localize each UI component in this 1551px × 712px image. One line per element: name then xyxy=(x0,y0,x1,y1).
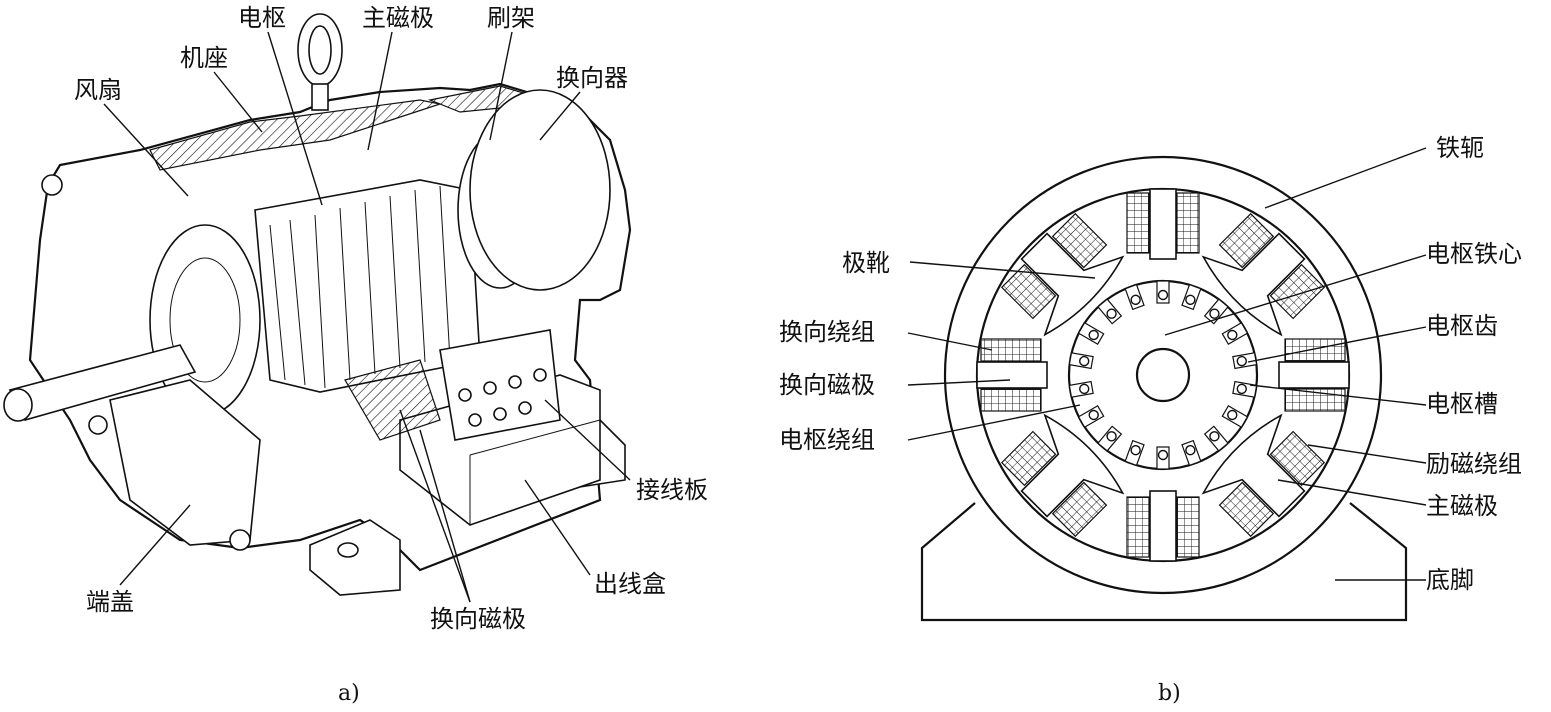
armature-slot xyxy=(1077,404,1105,429)
figure-b-leader-lines xyxy=(907,147,1427,581)
armature-slot xyxy=(1068,352,1094,370)
field-winding xyxy=(1000,263,1057,320)
armature-conductor xyxy=(1130,294,1141,306)
field-winding xyxy=(1218,481,1275,538)
field-winding xyxy=(1051,481,1108,538)
armature-slot xyxy=(1124,283,1145,311)
armature-conductor xyxy=(1236,355,1247,367)
label-commutating-pole: 换向磁极 xyxy=(779,371,875,399)
label-fan: 风扇 xyxy=(74,76,122,104)
armature-conductor xyxy=(1130,444,1141,456)
commutating-pole xyxy=(1126,490,1200,562)
armature-conductor xyxy=(1157,449,1169,461)
label-pole-shoe: 极靴 xyxy=(842,249,890,277)
armature-slot xyxy=(1221,321,1249,346)
main-pole xyxy=(1000,212,1125,337)
label-base: 底脚 xyxy=(1426,566,1474,594)
armature-conductor xyxy=(1079,355,1090,367)
label-armature: 电枢 xyxy=(238,4,286,32)
armature-slot xyxy=(1181,283,1202,311)
armature-conductor xyxy=(1227,329,1238,341)
label-frame: 机座 xyxy=(180,44,228,72)
label-armature-winding: 电枢绕组 xyxy=(779,426,875,454)
armature-conductor xyxy=(1209,308,1220,319)
label-end-cover: 端盖 xyxy=(86,588,134,616)
shaft-hole xyxy=(1135,347,1191,403)
armature-conductor xyxy=(1088,409,1099,421)
figure-a-cutaway: 电枢 主磁极 刷架 机座 风扇 换向器 接线板 出线盒 换向磁极 端盖 a) xyxy=(3,4,708,706)
armature-conductor xyxy=(1106,431,1117,442)
armature-slot xyxy=(1221,404,1249,429)
label-commutating-winding: 换向绕组 xyxy=(779,318,875,346)
field-winding xyxy=(1269,430,1326,487)
commutating-winding xyxy=(1176,192,1200,254)
armature-conductor xyxy=(1185,294,1196,306)
armature-conductor xyxy=(1088,329,1099,341)
main-pole xyxy=(1201,413,1326,538)
armature-slot xyxy=(1203,425,1229,452)
armature-slot xyxy=(1097,425,1123,452)
armature-slot xyxy=(1181,439,1202,467)
armature-slots xyxy=(1068,280,1258,470)
commutating-winding xyxy=(980,338,1042,362)
label-main-pole: 主磁极 xyxy=(1426,492,1498,520)
label-field-winding: 励磁绕组 xyxy=(1426,450,1522,478)
commutating-winding xyxy=(1284,338,1346,362)
field-winding xyxy=(1051,212,1108,269)
armature-conductor xyxy=(1157,289,1169,301)
label-terminal-box: 出线盒 xyxy=(594,570,666,598)
armature-conductor xyxy=(1209,431,1220,442)
armature-slot-lines xyxy=(269,185,451,389)
armature-slot xyxy=(1203,298,1229,325)
commutating-winding xyxy=(1126,192,1150,254)
armature-conductor xyxy=(1079,383,1090,395)
field-winding xyxy=(1218,212,1275,269)
label-armature-tooth: 电枢齿 xyxy=(1426,312,1498,340)
label-brush-holder: 刷架 xyxy=(487,4,535,32)
pole-group xyxy=(976,188,1350,562)
label-terminal-board: 接线板 xyxy=(636,476,708,504)
caption-a: a) xyxy=(338,681,360,706)
figure-b-cross-section: 铁轭 极靴 电枢铁心 换向绕组 电枢齿 换向磁极 电枢槽 电枢绕组 励磁绕组 主… xyxy=(779,134,1522,706)
field-winding xyxy=(1269,263,1326,320)
figure-a-leader-lines xyxy=(103,31,631,603)
armature-slot xyxy=(1097,298,1123,325)
armature-slot xyxy=(1077,321,1105,346)
label-armature-slot: 电枢槽 xyxy=(1426,390,1498,418)
field-winding xyxy=(1000,430,1057,487)
commutating-winding xyxy=(980,388,1042,412)
commutating-pole xyxy=(1126,188,1200,260)
label-yoke: 铁轭 xyxy=(1436,134,1484,162)
armature-conductor xyxy=(1185,444,1196,456)
label-commutator: 换向器 xyxy=(556,64,628,92)
commutating-winding xyxy=(1126,496,1150,558)
label-commutating-pole: 换向磁极 xyxy=(430,605,526,633)
main-pole xyxy=(1000,413,1125,538)
armature-slot xyxy=(1156,446,1170,470)
armature-slot xyxy=(1232,352,1258,370)
armature-conductor xyxy=(1236,383,1247,395)
label-armature-core: 电枢铁心 xyxy=(1426,240,1522,268)
armature-slot xyxy=(1068,380,1094,398)
armature-slot xyxy=(1156,280,1170,304)
caption-b: b) xyxy=(1158,681,1181,706)
commutating-pole xyxy=(1278,338,1350,412)
commutating-winding xyxy=(1176,496,1200,558)
armature-slot xyxy=(1124,439,1145,467)
main-pole xyxy=(1201,212,1326,337)
label-main-pole: 主磁极 xyxy=(362,4,434,32)
armature-conductor xyxy=(1227,409,1238,421)
armature-conductor xyxy=(1106,308,1117,319)
commutating-pole xyxy=(976,338,1048,412)
